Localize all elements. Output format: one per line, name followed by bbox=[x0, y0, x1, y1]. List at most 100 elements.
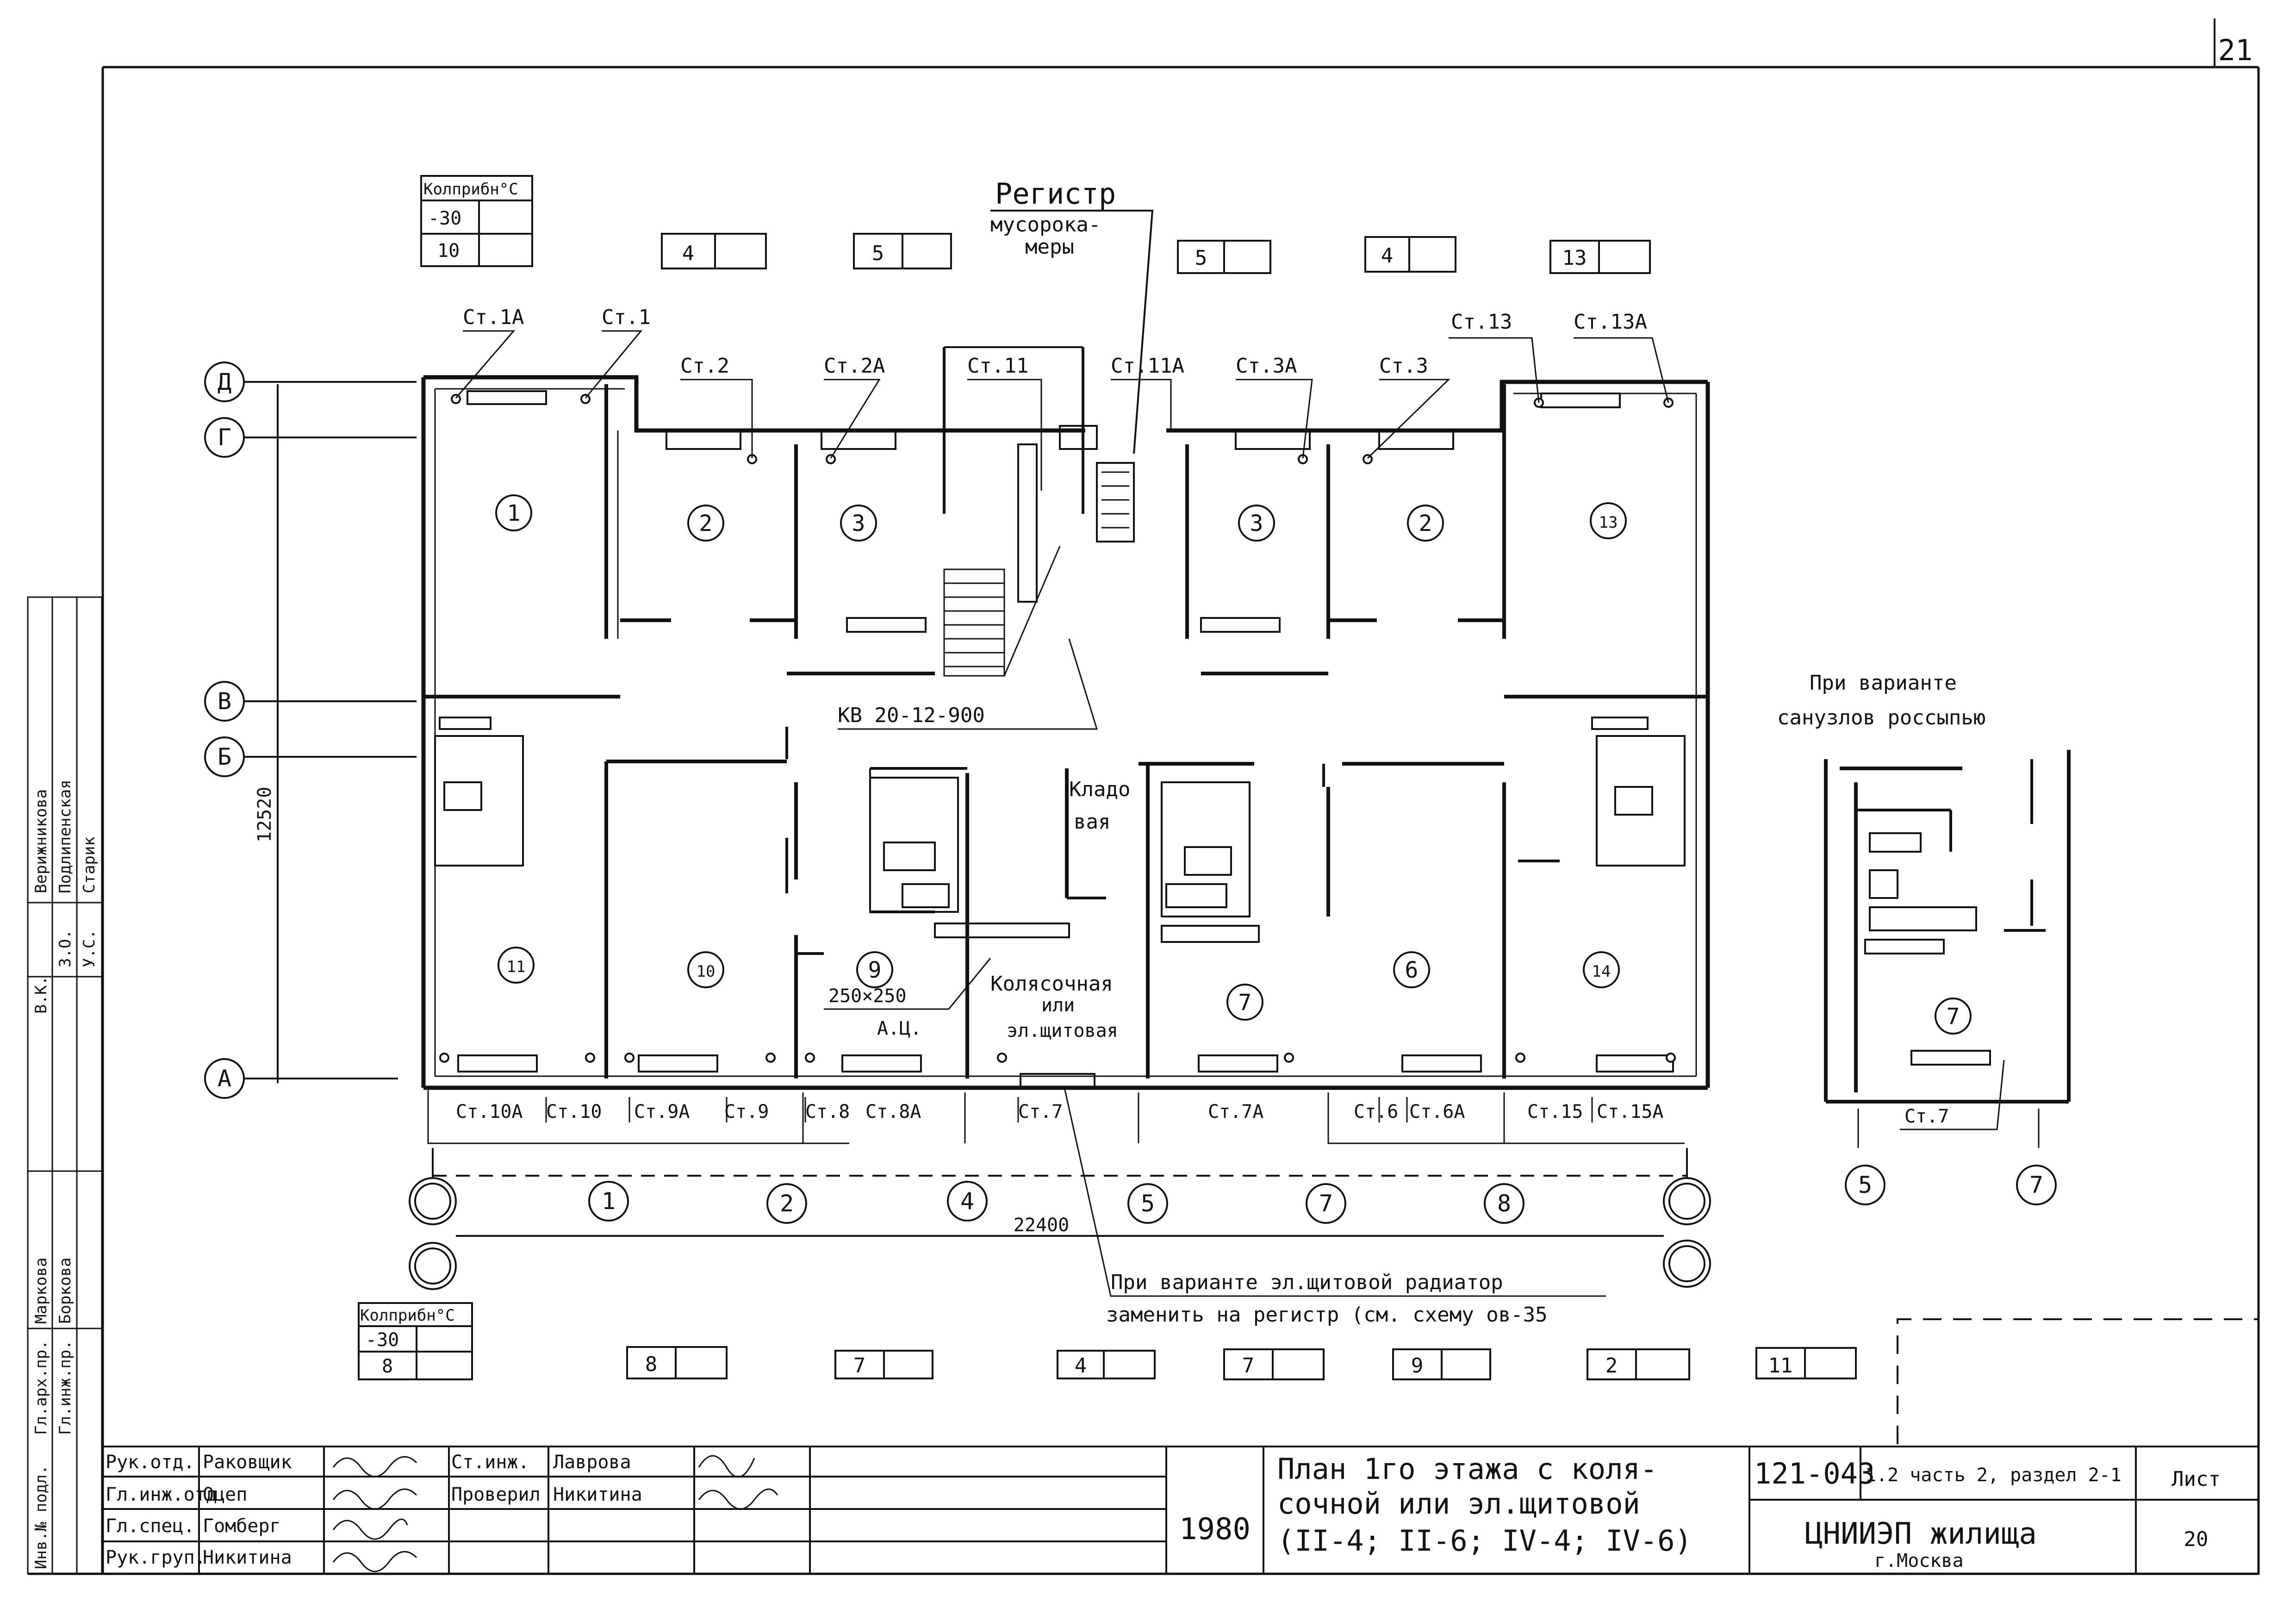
stamp-markova: Маркова bbox=[32, 1258, 50, 1324]
tb-name-5: Лаврова bbox=[553, 1452, 631, 1473]
stamp-eng: Гл.инж.пр. bbox=[56, 1340, 75, 1435]
room-2: 2 bbox=[699, 511, 713, 536]
sheet-frame bbox=[28, 19, 2260, 1575]
axis-col-8: 8 bbox=[1497, 1190, 1511, 1217]
room-6: 6 bbox=[1405, 957, 1419, 983]
tb-name-2: Оцеп bbox=[203, 1484, 247, 1505]
riser-leaders-top bbox=[455, 330, 1669, 491]
axis-col-5: 5 bbox=[1141, 1190, 1155, 1217]
label-stroller-2: или bbox=[1041, 995, 1075, 1016]
riser-st11: Ст.11 bbox=[967, 354, 1028, 378]
box-top-2: 5 bbox=[872, 242, 884, 265]
dashed-reserve-box bbox=[1897, 1318, 2259, 1444]
label-storage-2: вая bbox=[1074, 810, 1110, 834]
boxes-top bbox=[661, 233, 1651, 274]
riser-st15a: Ст.15А bbox=[1597, 1101, 1664, 1122]
room-3b: 3 bbox=[1250, 511, 1263, 536]
legend-top-header: Колприбн°С bbox=[423, 180, 518, 199]
riser-st13a: Ст.13А bbox=[1574, 310, 1647, 334]
axis-row-a: А bbox=[218, 1065, 231, 1092]
note-register-leader bbox=[990, 210, 1154, 454]
inset-axis-5: 5 bbox=[1858, 1172, 1872, 1198]
riser-st8: Ст.8 bbox=[805, 1101, 850, 1122]
riser-st1a: Ст.1А bbox=[463, 306, 524, 329]
tb-role-6: Проверил bbox=[451, 1484, 541, 1505]
room-markers bbox=[495, 494, 1972, 1035]
tb-title-3: (II-4; II-6; IV-4; IV-6) bbox=[1277, 1524, 1692, 1558]
riser-st2a: Ст.2А bbox=[824, 354, 885, 378]
room-7-right: 7 bbox=[1947, 1004, 1960, 1029]
room-1: 1 bbox=[507, 500, 521, 526]
inset-plan bbox=[1824, 750, 2071, 1205]
tb-part: 1.2 часть 2, раздел 2-1 bbox=[1865, 1465, 2122, 1486]
note-register-sub1: мусорока- bbox=[990, 213, 1101, 237]
inset-riser: Ст.7 bbox=[1904, 1106, 1949, 1127]
note-variant-2: санузлов россыпью bbox=[1777, 706, 1985, 730]
tb-title-1: План 1го этажа с коля- bbox=[1277, 1452, 1657, 1486]
axis-row-b: Б bbox=[218, 743, 231, 770]
box-bottom-6: 2 bbox=[1605, 1354, 1618, 1378]
tb-sheet-label: Лист bbox=[2172, 1467, 2221, 1491]
tb-title-2: сочной или эл.щитовой bbox=[1277, 1487, 1640, 1521]
tb-name-1: Раковщик bbox=[203, 1452, 292, 1473]
legend-table-bottom bbox=[358, 1302, 473, 1380]
stamp-inv: Инв.№ подл. bbox=[32, 1465, 50, 1569]
label-stroller-1: Колясочная bbox=[990, 972, 1113, 996]
sheet-corner-number: 21 bbox=[2218, 33, 2253, 67]
side-stamp bbox=[27, 596, 103, 1575]
axis-col-1: 1 bbox=[602, 1188, 616, 1215]
column-axes bbox=[409, 1148, 1711, 1290]
box-bottom-3: 4 bbox=[1075, 1354, 1087, 1378]
tb-role-1: Рук.отд. bbox=[106, 1452, 195, 1473]
riser-st7a: Ст.7А bbox=[1208, 1101, 1263, 1122]
axis-col-4: 4 bbox=[960, 1188, 974, 1215]
tb-org: ЦНИИЭП жилища bbox=[1805, 1517, 2037, 1551]
tb-code: 121-043 bbox=[1754, 1457, 1875, 1490]
label-kv: КВ 20-12-900 bbox=[838, 704, 985, 727]
inset-axis-7: 7 bbox=[2029, 1172, 2043, 1198]
sanitary-fixtures bbox=[434, 735, 1686, 938]
note-register-sub2: меры bbox=[1025, 235, 1074, 259]
side-stamp-text: Инв.№ подл. Гл.арх.пр. Гл.инж.пр. Марков… bbox=[32, 779, 99, 1569]
riser-st10a: Ст.10А bbox=[456, 1101, 523, 1122]
box-bottom-7: 11 bbox=[1768, 1354, 1793, 1378]
legend-bottom-r2: 8 bbox=[382, 1356, 393, 1377]
box-top-5: 13 bbox=[1562, 246, 1587, 270]
axis-row-g: Г bbox=[218, 424, 231, 451]
box-bottom-5: 9 bbox=[1411, 1354, 1424, 1378]
label-storage-1: Кладо bbox=[1069, 778, 1130, 801]
signatures bbox=[332, 1455, 778, 1572]
note-variant-1: При варианте bbox=[1810, 671, 1957, 695]
riser-leaders-bottom bbox=[427, 1090, 1685, 1144]
legend-table-top bbox=[420, 175, 533, 267]
tb-role-2: Гл.инж.отд. bbox=[106, 1484, 228, 1505]
label-duct-leader bbox=[948, 958, 991, 1010]
label-duct-size: 250×250 bbox=[828, 985, 907, 1007]
room-3: 3 bbox=[852, 511, 865, 536]
stamp-podlip: Подлипенская bbox=[56, 779, 75, 893]
radiators bbox=[439, 390, 1674, 1088]
note-register-title: Регистр bbox=[995, 177, 1116, 211]
title-block bbox=[102, 1446, 2259, 1575]
legend-bottom-r1: -30 bbox=[366, 1329, 399, 1351]
stamp-arch: Гл.арх.пр. bbox=[32, 1340, 50, 1435]
legend-top-r2: 10 bbox=[437, 240, 460, 262]
box-bottom-2: 7 bbox=[853, 1354, 866, 1378]
riser-st9a: Ст.9А bbox=[634, 1101, 690, 1122]
room-13: 13 bbox=[1599, 513, 1618, 532]
stamp-zo: З.О. bbox=[56, 929, 75, 967]
riser-st11a: Ст.11А bbox=[1111, 354, 1184, 378]
stamp-starik: Старик bbox=[80, 836, 99, 893]
stamp-vk: В.К. bbox=[32, 976, 50, 1014]
axis-row-v: В bbox=[218, 688, 231, 715]
label-kv-leader bbox=[838, 638, 1098, 730]
boxes-bottom bbox=[626, 1346, 1857, 1380]
riser-st1: Ст.1 bbox=[602, 306, 651, 329]
tb-name-6: Никитина bbox=[553, 1484, 642, 1505]
tb-role-3: Гл.спец. bbox=[106, 1515, 195, 1537]
box-bottom-1: 8 bbox=[645, 1353, 658, 1376]
box-bottom-4: 7 bbox=[1242, 1354, 1255, 1378]
riser-st6: Ст.6 bbox=[1354, 1101, 1398, 1122]
dim-height: 12520 bbox=[254, 787, 275, 842]
